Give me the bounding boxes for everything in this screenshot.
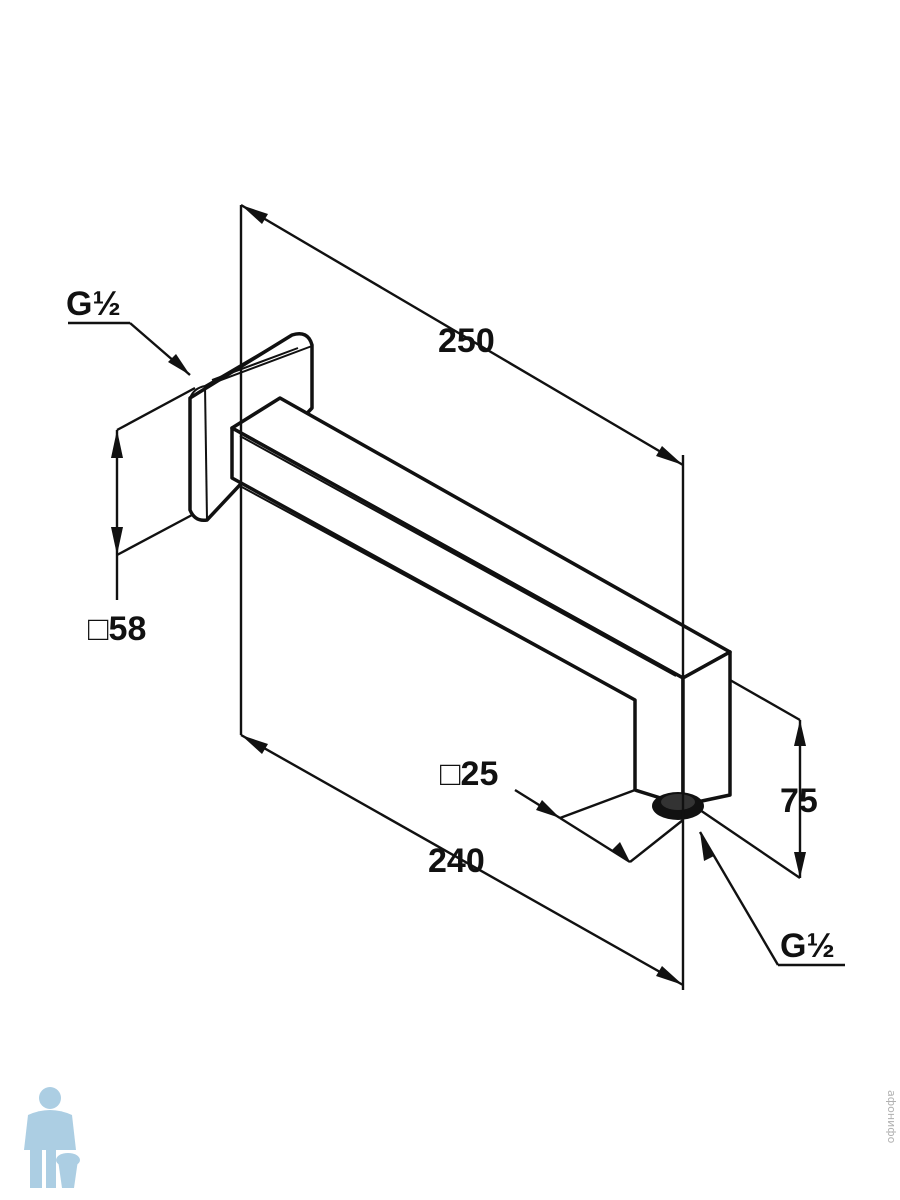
arrow-thread-outlet — [700, 832, 714, 861]
arrow-240-start — [241, 735, 268, 754]
arrow-58-bottom — [111, 527, 123, 555]
watermark-side-text: афонифо — [885, 1090, 898, 1144]
arrow-25-a — [536, 800, 560, 818]
label-length-lower: 240 — [428, 842, 485, 880]
dimension-labels: G½ □58 250 □25 240 75 G½ — [66, 285, 835, 965]
dimension-lines — [68, 203, 845, 990]
arrow-75-bottom — [794, 852, 806, 878]
label-thread-top: G½ — [66, 285, 121, 323]
arrow-thread-top — [168, 354, 190, 375]
label-tube-square: □25 — [440, 755, 498, 793]
arrow-240-end — [656, 966, 683, 985]
plumber-logo — [24, 1087, 80, 1188]
label-flange-square: □58 — [88, 610, 146, 648]
label-thread-outlet: G½ — [780, 927, 835, 965]
label-drop-height: 75 — [780, 782, 818, 820]
arrowheads — [111, 205, 806, 985]
shower-arm — [230, 396, 732, 807]
arrow-58-top — [111, 430, 123, 458]
arrow-25-b — [612, 842, 630, 862]
outlet-fitting — [652, 792, 704, 820]
arrow-75-top — [794, 720, 806, 746]
arrow-250-end — [656, 446, 683, 465]
arrow-250-start — [241, 205, 268, 224]
label-length-overall: 250 — [438, 322, 495, 360]
